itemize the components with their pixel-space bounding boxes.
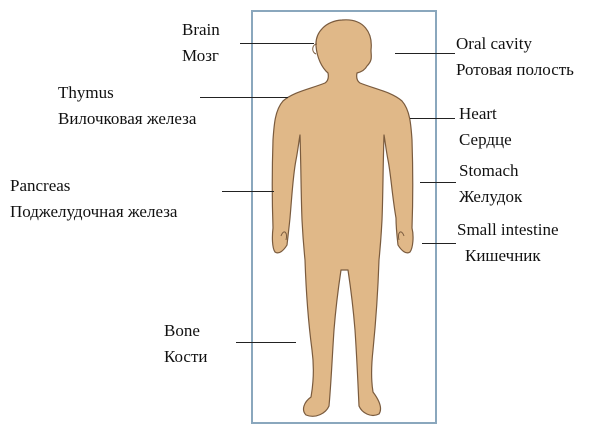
- label-pancreas-ru: Поджелудочная железа: [10, 199, 177, 225]
- label-small-intestine: Small intestine Кишечник: [457, 217, 559, 269]
- pancreas-leader: [222, 191, 274, 192]
- heart-leader: [410, 118, 455, 119]
- label-oral-cavity-en: Oral cavity: [456, 31, 574, 57]
- label-thymus-ru: Вилочковая железа: [58, 106, 196, 132]
- label-thymus-en: Thymus: [58, 80, 196, 106]
- label-heart-en: Heart: [459, 101, 512, 127]
- human-body-silhouette: [272, 20, 413, 416]
- thymus-leader: [200, 97, 288, 98]
- bone-leader: [236, 342, 296, 343]
- label-brain: Brain Мозг: [182, 17, 220, 69]
- label-stomach: Stomach Желудок: [459, 158, 522, 210]
- stomach-leader: [420, 182, 456, 183]
- label-oral-cavity-ru: Ротовая полость: [456, 57, 574, 83]
- label-stomach-en: Stomach: [459, 158, 522, 184]
- label-heart: Heart Сердце: [459, 101, 512, 153]
- label-bone: Bone Кости: [164, 318, 208, 370]
- label-bone-en: Bone: [164, 318, 208, 344]
- brain-leader: [240, 43, 314, 44]
- label-pancreas-en: Pancreas: [10, 173, 177, 199]
- label-small-intestine-ru: Кишечник: [457, 243, 559, 269]
- label-stomach-ru: Желудок: [459, 184, 522, 210]
- label-brain-en: Brain: [182, 17, 220, 43]
- label-brain-ru: Мозг: [182, 43, 220, 69]
- label-pancreas: Pancreas Поджелудочная железа: [10, 173, 177, 225]
- label-small-intestine-en: Small intestine: [457, 217, 559, 243]
- label-thymus: Thymus Вилочковая железа: [58, 80, 196, 132]
- label-oral-cavity: Oral cavity Ротовая полость: [456, 31, 574, 83]
- label-heart-ru: Сердце: [459, 127, 512, 153]
- label-bone-ru: Кости: [164, 344, 208, 370]
- small-intestine-leader: [422, 243, 456, 244]
- oral-cavity-leader: [395, 53, 455, 54]
